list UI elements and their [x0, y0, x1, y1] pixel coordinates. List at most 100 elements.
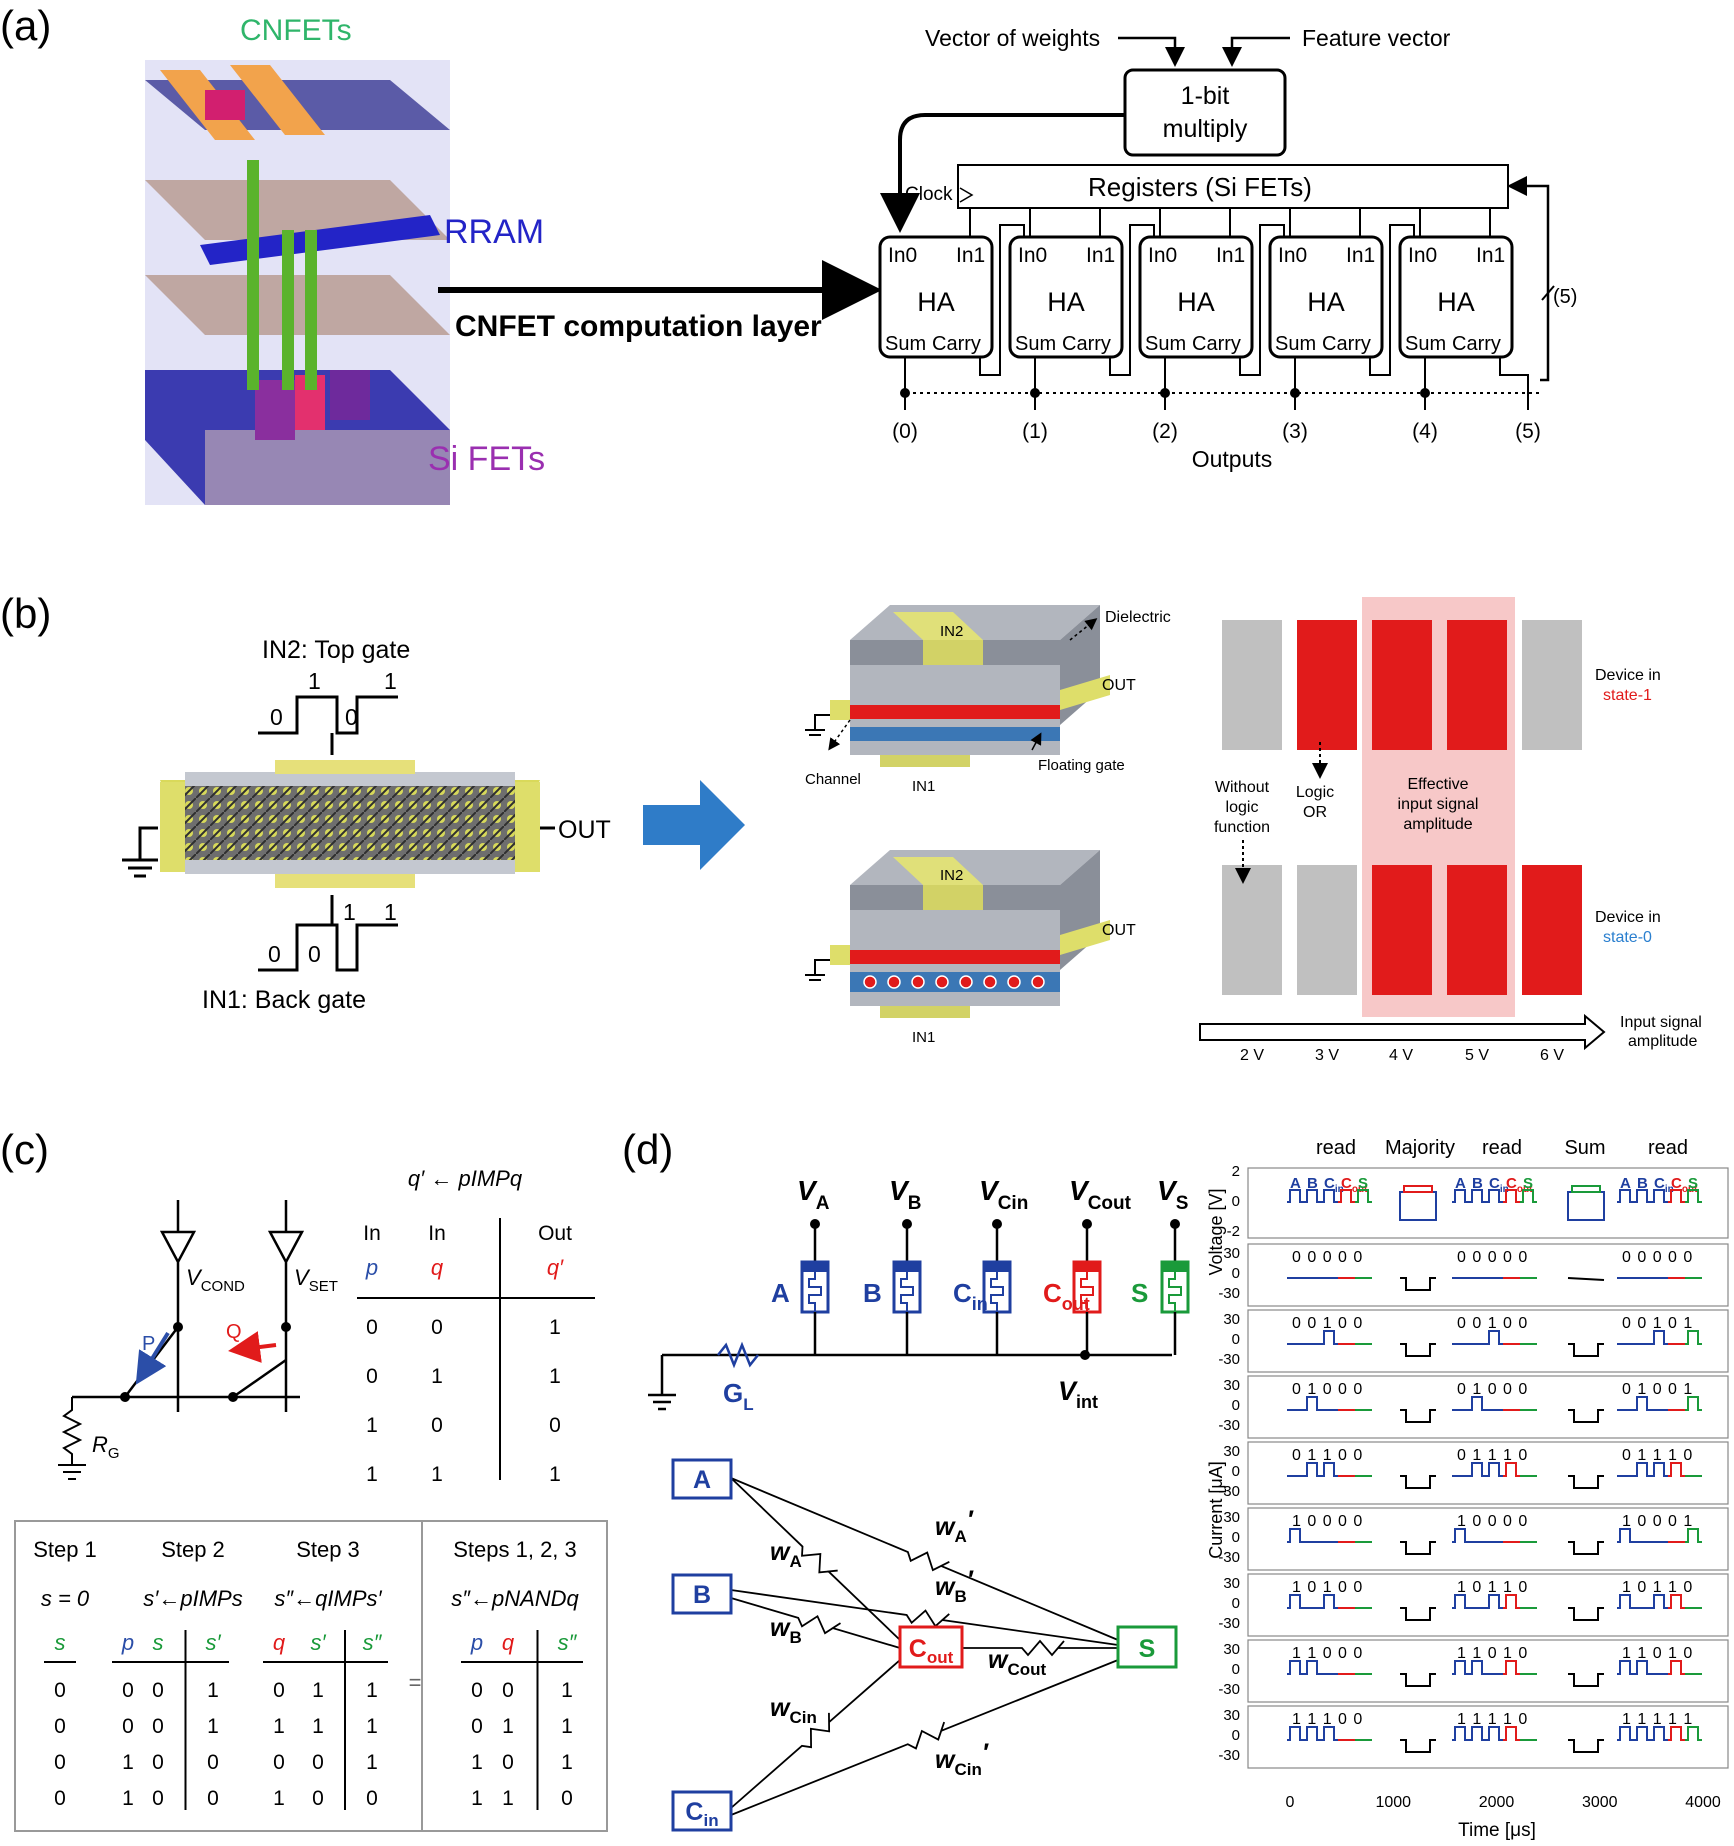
truth-cell: 1	[366, 1414, 378, 1437]
top-gate-waveform	[258, 695, 398, 735]
charge-dot	[863, 975, 877, 989]
v-tick: 0	[1232, 1193, 1240, 1210]
i-tick: 30	[1223, 1311, 1240, 1328]
ha-in0-label: In0	[1408, 244, 1437, 267]
i-tick: 0	[1232, 1397, 1240, 1414]
without-logic-3: function	[1214, 819, 1270, 836]
step-cell: 0	[207, 1751, 219, 1774]
input-amplitude-arrow	[1199, 1013, 1606, 1051]
top-gate-label: IN2: Top gate	[262, 636, 410, 664]
truth-var: q	[431, 1255, 444, 1280]
panel-b: (b) IN2: Top gate IN1: Back gate 0 1 0 1…	[0, 590, 1702, 1064]
device-state-0	[830, 850, 1110, 1018]
legend-letter: Cin	[1324, 1175, 1344, 1195]
vint-label: Vint	[1058, 1376, 1098, 1412]
output-label: (3)	[1282, 420, 1308, 443]
step-title: Step 3	[296, 1537, 360, 1562]
svg-text:S: S	[1139, 1635, 1156, 1663]
state-bits: 1 1 0 0 0	[1292, 1645, 1363, 1662]
without-logic-2: logic	[1226, 799, 1259, 816]
weight-edge	[962, 1639, 1118, 1657]
step-cell: 0	[471, 1715, 483, 1738]
bus-width-label: (5)	[1553, 286, 1577, 308]
source-voltage-label: VA	[797, 1175, 830, 1214]
voltage-tick: 4 V	[1389, 1047, 1413, 1064]
weight-label: wCin	[770, 1694, 817, 1727]
time-axis-label: Time [μs]	[1458, 1820, 1536, 1841]
ha-carry-label: Carry	[1322, 333, 1371, 355]
state1-bar	[1522, 620, 1582, 750]
ha-name: HA	[1177, 287, 1215, 317]
charge-dot	[1031, 975, 1045, 989]
weight-label: wB	[770, 1614, 802, 1647]
truth-cell: 0	[549, 1414, 561, 1437]
step-var: q	[502, 1630, 515, 1655]
legend-letter: S	[1523, 1175, 1533, 1192]
back-level-4: 0	[308, 941, 321, 967]
i-tick: -30	[1218, 1351, 1240, 1368]
multiply-line-1: 1-bit	[1181, 82, 1230, 110]
svg-text:A: A	[693, 1466, 711, 1494]
in2-label-1: IN2	[940, 623, 963, 640]
state0-bar	[1447, 865, 1507, 995]
ground-icon	[122, 826, 158, 878]
i-tick: 0	[1232, 1463, 1240, 1480]
dual-gate-device-illustration	[160, 760, 540, 888]
weight-label: wA′	[935, 1506, 974, 1546]
memristor-label: Cin	[953, 1278, 988, 1314]
truth-var: q′	[547, 1255, 564, 1280]
charge-dot	[911, 975, 925, 989]
memristor-label: A	[771, 1278, 790, 1308]
ha-in0-label: In0	[1278, 244, 1307, 267]
state-bits: 1 1 1 0 0	[1292, 1711, 1363, 1728]
step-cell: 1	[122, 1787, 134, 1810]
step-cell: 0	[122, 1679, 134, 1702]
v-tick: 2	[1232, 1163, 1240, 1180]
output-label: (0)	[892, 420, 918, 443]
state-bits: 0 1 0 0 1	[1622, 1381, 1693, 1398]
i-tick: 30	[1223, 1575, 1240, 1592]
node-cin: Cin	[671, 1790, 733, 1832]
legend-letter: A	[1620, 1175, 1631, 1192]
ha-sum-label: Sum	[1145, 333, 1186, 355]
channel-label: Channel	[805, 771, 861, 788]
step-op: s = 0	[41, 1586, 90, 1611]
multiply-block	[1123, 68, 1287, 157]
step-var: q	[273, 1630, 286, 1655]
state-bits: 0 1 0 0 0	[1292, 1381, 1363, 1398]
weight-edge	[730, 1659, 1119, 1816]
legend-letter: B	[1472, 1175, 1483, 1192]
v-tick: -2	[1227, 1223, 1240, 1240]
effective-1: Effective	[1407, 776, 1468, 793]
state-bits: 0 0 1 0 1	[1622, 1315, 1693, 1332]
step-cell: 0	[312, 1787, 324, 1810]
vcond-label: VCOND	[186, 1265, 245, 1295]
source-voltage-label: VCin	[979, 1175, 1028, 1214]
p-label: P	[142, 1333, 155, 1355]
step-title: Step 2	[161, 1537, 225, 1562]
out-label: OUT	[558, 816, 611, 844]
half-adder-box	[1398, 235, 1514, 359]
ha-sum-label: Sum	[1015, 333, 1056, 355]
voltage-tick: 5 V	[1465, 1047, 1489, 1064]
out-label-dev-2: OUT	[1102, 922, 1136, 939]
truth-cell: 1	[366, 1463, 378, 1486]
vset-label: VSET	[294, 1265, 338, 1295]
load-resistor	[717, 1341, 759, 1369]
in1-label-1: IN1	[912, 778, 935, 795]
device-state-1	[830, 605, 1110, 767]
step-cell: 0	[54, 1679, 66, 1702]
input-amp-2: amplitude	[1628, 1033, 1697, 1050]
svg-text:Cout: Cout	[909, 1635, 954, 1667]
ha-in0-label: In0	[888, 244, 917, 267]
top-level-1: 0	[270, 704, 283, 730]
registers-label: Registers (Si FETs)	[1088, 172, 1312, 202]
